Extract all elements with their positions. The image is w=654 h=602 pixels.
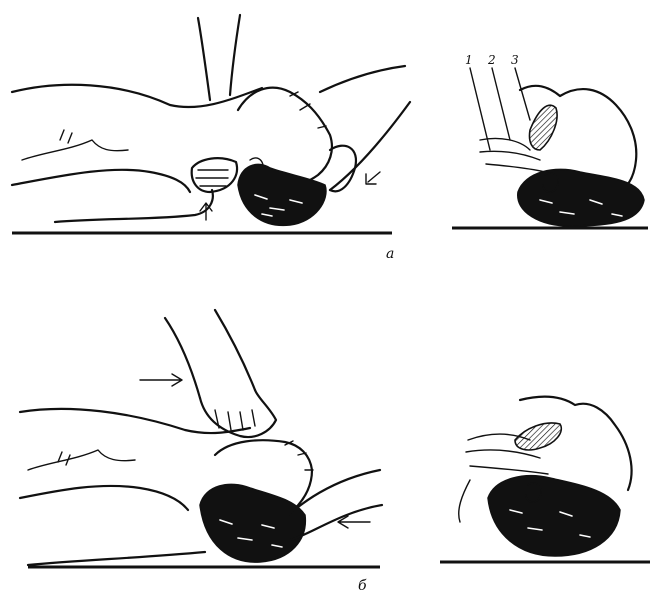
panel-a-cross-section	[452, 68, 648, 228]
face-features-b	[285, 441, 313, 470]
tongue-b	[515, 423, 561, 450]
back-outline	[55, 190, 213, 222]
callout-1: 1	[465, 53, 473, 67]
torso-outline	[12, 85, 262, 107]
nipple-marks-b	[58, 452, 70, 465]
hair	[238, 164, 326, 225]
panel-a-figure	[12, 15, 410, 233]
hair-b-right	[488, 476, 620, 556]
arm-lines	[22, 140, 128, 160]
face-features	[290, 92, 326, 128]
panel-label-a: а	[386, 246, 394, 262]
panel-b-figure	[20, 310, 382, 567]
rescuer-arm-right	[230, 15, 240, 95]
hand-under-neck	[192, 158, 237, 192]
rescuer-hand	[330, 146, 356, 192]
arm-lines-b	[28, 450, 135, 470]
arrow-right	[140, 374, 182, 386]
rescuer-arm-b-right	[215, 310, 255, 390]
rescuer-forearm-top	[320, 66, 405, 92]
panel-label-b: б	[358, 578, 367, 594]
rescuer-arm-left	[198, 18, 210, 100]
arrow-diagonal	[366, 172, 380, 184]
callout-3: 3	[511, 53, 519, 67]
callout-2: 2	[488, 53, 496, 67]
nipple-marks	[60, 130, 72, 143]
callout-leader-lines	[470, 68, 530, 150]
neck-line-b	[459, 480, 470, 522]
hair-b	[200, 484, 305, 562]
finger-lines	[196, 170, 228, 186]
tongue-a	[529, 105, 557, 150]
arrow-left	[338, 516, 370, 528]
back-outline-b	[28, 552, 205, 565]
torso-lower-outline	[12, 170, 190, 192]
hair-a-right	[518, 169, 644, 226]
rescuer-arm-b-left	[165, 318, 200, 398]
panel-b-cross-section	[440, 397, 650, 562]
torso-lower-outline-b	[20, 486, 188, 510]
